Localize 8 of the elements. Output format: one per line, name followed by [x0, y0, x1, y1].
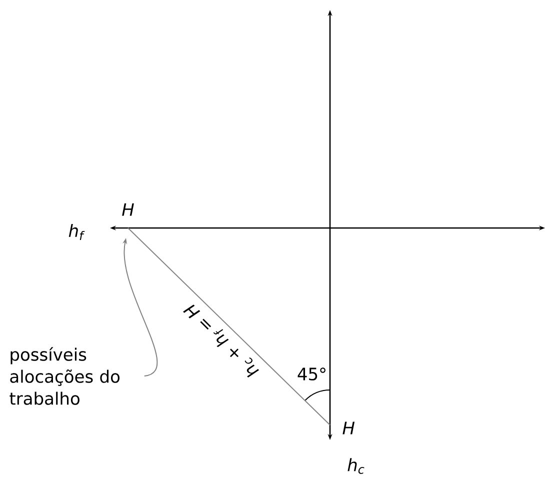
- axis-label: h$_{f}$: [68, 224, 85, 240]
- note-text: possíveis alocações do trabalho: [10, 347, 120, 405]
- point-label: H: [342, 422, 355, 434]
- edge-label: h$_{c}$ + h$_{f}$ = H: [183, 304, 260, 378]
- axis-label: h$_{c}$: [348, 458, 364, 474]
- point-label: H: [122, 203, 134, 216]
- angle-label: 45°: [298, 368, 326, 380]
- diagonal-line: [128, 228, 330, 426]
